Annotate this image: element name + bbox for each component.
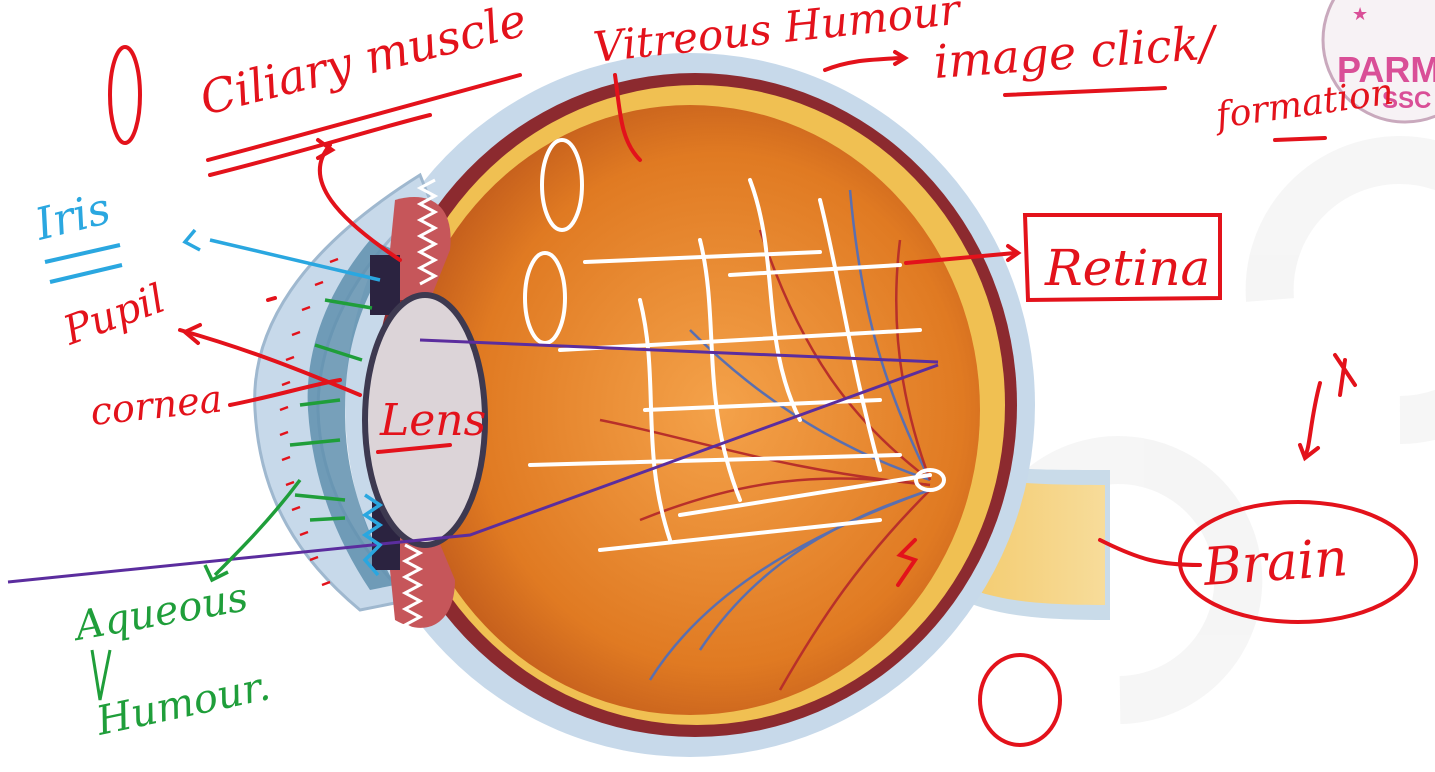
label-brain: Brain bbox=[1201, 528, 1350, 598]
label-humour: Humour. bbox=[92, 663, 275, 745]
label-formation: formation bbox=[1211, 71, 1397, 137]
label-retina: Retina bbox=[1044, 239, 1210, 297]
iris-underline bbox=[45, 245, 122, 282]
label-iris: Iris bbox=[29, 183, 115, 251]
blank-circle bbox=[980, 655, 1060, 745]
label-lens: Lens bbox=[379, 395, 486, 446]
label-vitreous-humour: Vitreous Humour bbox=[591, 0, 965, 72]
logo-star-icon: ★ bbox=[1352, 4, 1368, 24]
label-aqueous: Aqueous bbox=[68, 574, 252, 650]
label-pupil: Pupil bbox=[57, 276, 171, 355]
label-ciliary-muscle: Ciliary muscle bbox=[195, 0, 532, 126]
label-cornea: cornea bbox=[88, 376, 224, 434]
aqueous-connector bbox=[92, 650, 110, 700]
label-image-click: image click/ bbox=[932, 15, 1221, 89]
